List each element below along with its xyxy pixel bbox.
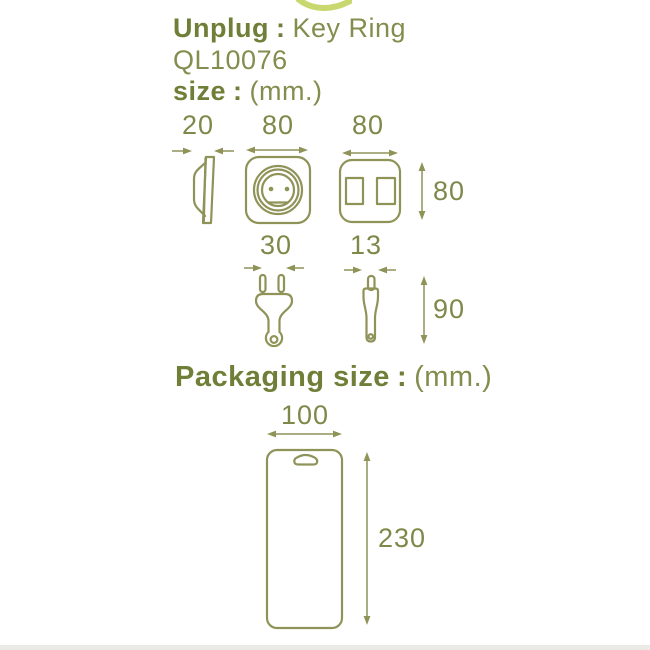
hang-slot (293, 453, 319, 466)
dim-packaging-height: 230 (378, 523, 427, 553)
dim-back-width: 80 (351, 110, 385, 140)
dim-arrows-plug-height (420, 276, 428, 344)
size-unit: (mm.) (249, 76, 323, 106)
title-separator: : (275, 13, 286, 43)
plug-front-drawing (254, 273, 294, 348)
product-type: Key Ring (292, 13, 407, 43)
socket-pin-hole (284, 186, 290, 192)
dim-arrows-side-thickness (344, 266, 396, 274)
product-title: Unplug:Key Ring (173, 13, 406, 44)
product-name: Unplug (173, 13, 269, 43)
bottom-edge-shadow (0, 645, 650, 650)
dim-arrows-back-width (342, 149, 398, 157)
dim-prong-span: 30 (259, 230, 293, 260)
model-code: QL10076 (173, 45, 288, 75)
packaging-label: Packaging size (175, 361, 390, 393)
dim-arrows-front-width (246, 146, 308, 154)
packaging-separator: : (396, 361, 408, 393)
dim-body-height: 80 (433, 176, 466, 206)
dim-arrows-packaging-width (267, 430, 342, 438)
side-view-drawing (192, 155, 216, 225)
dim-side-thickness: 13 (349, 230, 383, 260)
dim-arrows-body-height (418, 162, 426, 220)
dim-arrows-packaging-height (363, 452, 371, 625)
packaging-heading: Packaging size:(mm.) (175, 361, 492, 394)
dim-arrows-side-width (172, 147, 234, 155)
package-drawing (265, 448, 344, 630)
leaf-icon (296, 0, 352, 11)
dim-arrows-prong-span (244, 264, 304, 272)
plug-side-drawing (362, 274, 380, 343)
dim-plug-height: 90 (433, 294, 466, 324)
size-separator: : (233, 76, 243, 106)
socket-pin-hole (268, 186, 274, 192)
packaging-unit: (mm.) (414, 361, 493, 393)
dim-packaging-width: 100 (280, 400, 330, 430)
back-view-drawing (338, 158, 402, 224)
front-view-drawing (244, 155, 312, 225)
size-label: size (173, 76, 227, 106)
size-heading: size:(mm.) (173, 76, 323, 107)
dim-front-width: 80 (261, 110, 295, 140)
dim-side-width: 20 (181, 110, 215, 140)
